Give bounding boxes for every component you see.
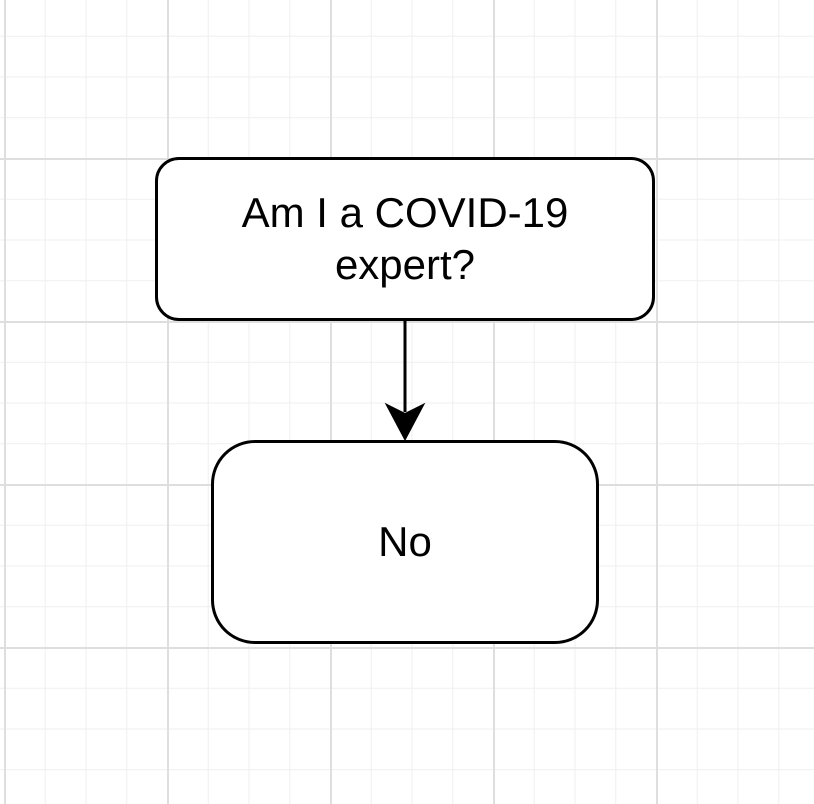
question-node-label: Am I a COVID-19 expert? bbox=[241, 189, 569, 288]
answer-node-label: No bbox=[378, 518, 432, 565]
question-node[interactable]: Am I a COVID-19 expert? bbox=[155, 157, 655, 321]
answer-node[interactable]: No bbox=[211, 440, 599, 644]
arrowhead-icon bbox=[384, 402, 426, 442]
